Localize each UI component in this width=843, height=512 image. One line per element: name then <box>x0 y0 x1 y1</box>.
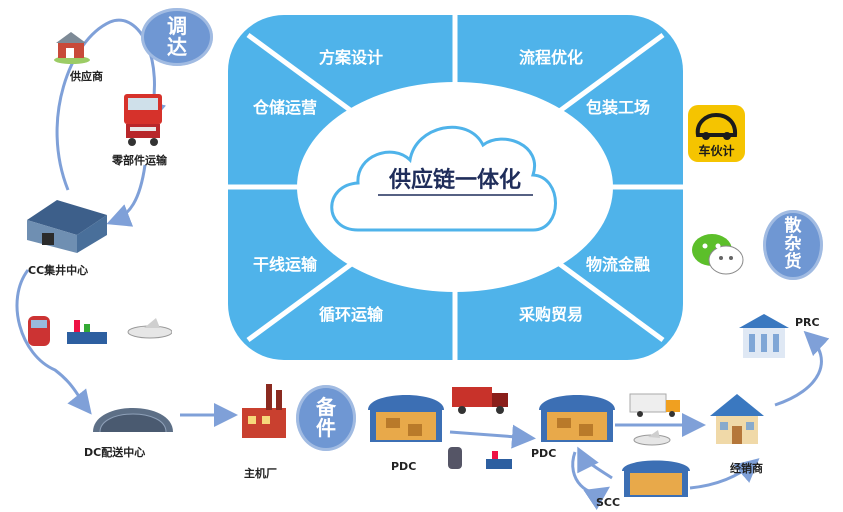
arrow-pdc-to-pdc <box>449 424 536 449</box>
train-ship-icon <box>448 447 512 469</box>
segment-label: 流程优化 <box>519 48 583 67</box>
segment-label: 物流金融 <box>586 255 650 274</box>
dc-center-label: DC配送中心 <box>84 446 146 459</box>
scc-label: SCC <box>596 496 621 509</box>
arrow-truck-to-cc <box>106 164 147 227</box>
pdc2-warehouse-icon <box>539 395 615 442</box>
arrow-pdc-scc <box>571 451 610 510</box>
pdc-warehouse-icon <box>368 395 444 442</box>
transport-modes-icon <box>28 316 172 346</box>
car-icon <box>695 112 738 140</box>
truck-icon <box>124 94 162 146</box>
app-icon: 车伙计 <box>688 105 745 162</box>
supplier-label: 供应商 <box>70 70 103 83</box>
arrow-scc-to-dealer <box>689 458 760 490</box>
prc-label: PRC <box>795 316 820 329</box>
beijian-badge: 备 件 <box>296 385 356 451</box>
segment-label: 仓储运营 <box>252 98 317 117</box>
arrow-dealer-to-prc <box>774 330 830 407</box>
sanzahuo-badge: 散 杂 货 <box>763 210 823 280</box>
tiaoda-badge: 调 达 <box>141 8 213 66</box>
hub-center-circle <box>297 82 613 292</box>
segment-label: 方案设计 <box>319 48 383 67</box>
supplier-building-icon <box>54 32 90 64</box>
segment-label: 干线运输 <box>253 255 318 274</box>
hub-center-label: 供应链一体化 <box>388 167 521 193</box>
hub-diagram: 供应链一体化 方案设计 流程优化 包装工场 物流金融 采购贸易 循环运输 干线运… <box>228 15 683 360</box>
red-truck-icon <box>452 387 508 414</box>
wechat-icon <box>692 234 744 275</box>
cloud-icon <box>330 125 557 232</box>
oem-label: 主机厂 <box>244 467 277 480</box>
pdc1-label: PDC <box>391 460 417 473</box>
parts-transport-label: 零部件运输 <box>112 154 167 167</box>
app-icon-label: 车伙计 <box>698 144 735 158</box>
prc-building-icon <box>739 314 789 358</box>
arrow-scc-pdc <box>577 446 613 480</box>
pdc2-label: PDC <box>531 447 557 460</box>
arrow-loop-outer <box>55 18 166 191</box>
plane-icon <box>633 430 671 446</box>
factory-icon <box>242 384 286 438</box>
dealer-label: 经销商 <box>730 462 763 475</box>
white-truck-icon <box>629 393 680 417</box>
segment-label: 循环运输 <box>319 305 384 324</box>
cc-warehouse-icon <box>27 200 107 253</box>
dealer-house-icon <box>710 394 764 444</box>
segment-label: 采购贸易 <box>518 305 583 324</box>
scc-warehouse-icon <box>622 460 690 497</box>
cc-center-label: CC集井中心 <box>28 264 89 277</box>
arrow-cc-to-dc <box>15 269 92 415</box>
segment-label: 包装工场 <box>586 98 650 117</box>
dc-hangar-icon <box>93 408 173 433</box>
